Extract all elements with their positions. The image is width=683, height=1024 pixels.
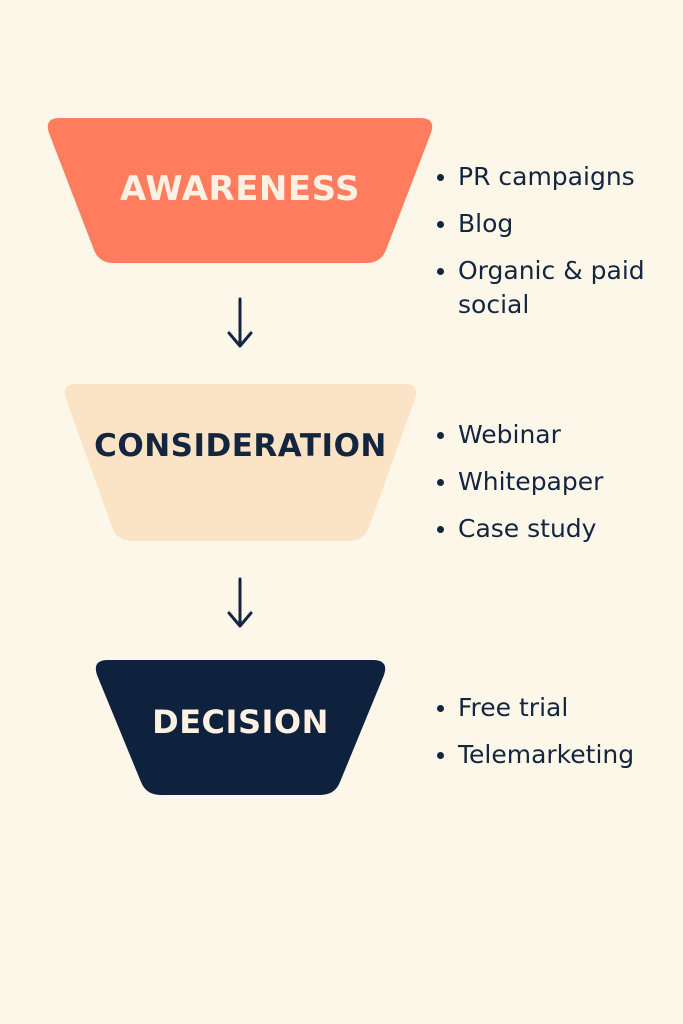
stage-awareness-shape: [47, 118, 433, 263]
list-item-text: Case study: [458, 514, 597, 543]
bullet-dot-icon: [437, 174, 444, 181]
list-item: Blog: [436, 207, 676, 241]
list-item: Organic & paid social: [436, 254, 676, 322]
bullet-dot-icon: [437, 705, 444, 712]
bullet-dot-icon: [437, 479, 444, 486]
list-item: Case study: [436, 512, 676, 546]
list-item-text: Telemarketing: [458, 740, 635, 769]
stage-consideration-fill: [64, 384, 417, 541]
list-item: PR campaigns: [436, 160, 676, 194]
list-item: Whitepaper: [436, 465, 676, 499]
list-item-text: Webinar: [458, 420, 561, 449]
list-item-text: Free trial: [458, 693, 569, 722]
stage-awareness-label: AWARENESS: [119, 168, 361, 209]
decision-tactics-list: Free trial Telemarketing: [436, 691, 676, 785]
stage-consideration-label: CONSIDERATION: [94, 427, 387, 464]
arrow-down-icon: [224, 575, 256, 631]
stage-decision: DECISION: [94, 660, 387, 795]
list-item-text: Whitepaper: [458, 467, 604, 496]
bullet-dot-icon: [437, 268, 444, 275]
bullet-dot-icon: [437, 752, 444, 759]
list-item: Webinar: [436, 418, 676, 452]
stage-awareness-fill: [47, 118, 433, 263]
list-item: Free trial: [436, 691, 676, 725]
stage-awareness: AWARENESS: [46, 118, 434, 263]
consideration-tactics-list: Webinar Whitepaper Case study: [436, 418, 676, 559]
list-item-text: Organic & paid social: [458, 256, 645, 319]
stage-consideration: CONSIDERATION: [63, 384, 418, 541]
list-item-text: PR campaigns: [458, 162, 635, 191]
stage-decision-fill: [95, 660, 386, 795]
list-item: Telemarketing: [436, 738, 676, 772]
stage-consideration-shape: [64, 384, 417, 541]
bullet-dot-icon: [437, 221, 444, 228]
list-item-text: Blog: [458, 209, 514, 238]
arrow-down-icon: [224, 295, 256, 351]
bullet-dot-icon: [437, 526, 444, 533]
bullet-dot-icon: [437, 432, 444, 439]
stage-decision-shape: [95, 660, 386, 795]
stage-decision-label: DECISION: [152, 702, 329, 741]
awareness-tactics-list: PR campaigns Blog Organic & paid social: [436, 160, 676, 335]
